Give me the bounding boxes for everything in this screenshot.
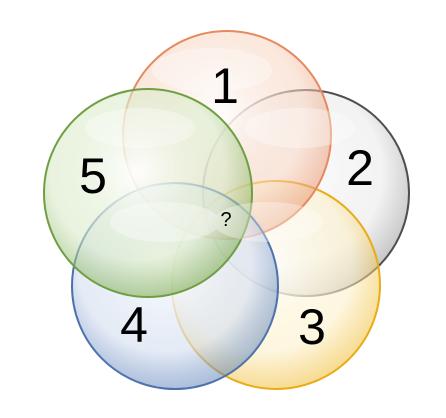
- circle-highlights: [85, 48, 355, 242]
- circle-3-label: 3: [298, 299, 326, 355]
- center-question-mark: ?: [220, 209, 231, 231]
- circle-4-label: 4: [120, 297, 148, 353]
- circle-5: [43, 88, 253, 298]
- circle-1-label: 1: [211, 58, 239, 114]
- circle-5-label: 5: [79, 148, 107, 204]
- circle-2-label: 2: [346, 140, 374, 196]
